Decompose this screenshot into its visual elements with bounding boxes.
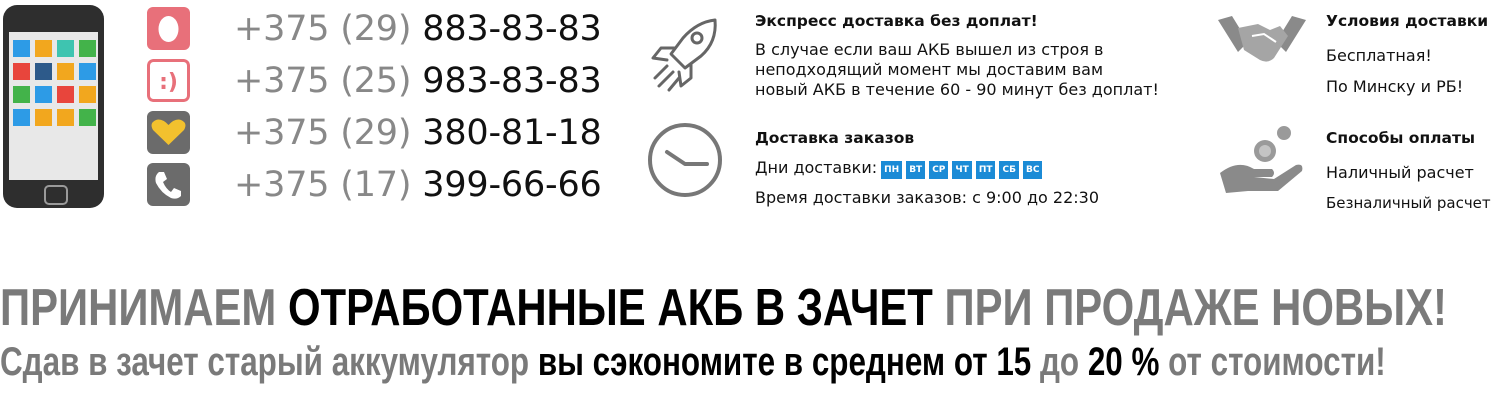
day-badge-4: ПТ xyxy=(975,161,996,179)
app-tile-icon xyxy=(13,63,30,80)
delivery-terms-title: Условия доставки xyxy=(1326,12,1489,30)
day-badge-1: ВТ xyxy=(906,161,926,179)
day-badge-5: СБ xyxy=(999,161,1019,179)
banner-headline: ПРИНИМАЕМ ОТРАБОТАННЫЕ АКБ В ЗАЧЕТ ПРИ П… xyxy=(0,279,1447,337)
clock-icon xyxy=(648,123,722,197)
day-badge-2: СР xyxy=(929,161,949,179)
velcom-heart-icon xyxy=(147,111,190,154)
app-tile-icon xyxy=(79,40,96,57)
day-badge-3: ЧТ xyxy=(952,161,972,179)
phone-number-1[interactable]: +375 (29) 883-83-83 xyxy=(234,9,602,49)
app-tile-icon xyxy=(79,109,96,126)
express-title: Экспресс доставка без доплат! xyxy=(755,12,1038,30)
landline-handset-icon xyxy=(147,163,190,206)
rocket-icon xyxy=(651,18,717,92)
app-tile-icon xyxy=(35,109,52,126)
delivery-time: Время доставки заказов: с 9:00 до 22:30 xyxy=(755,188,1100,207)
payment-title: Способы оплаты xyxy=(1326,129,1475,147)
app-tile-icon xyxy=(57,40,74,57)
app-tile-icon xyxy=(79,86,96,103)
phone-number-2[interactable]: +375 (25) 983-83-83 xyxy=(234,61,602,101)
coin-hand-icon xyxy=(1220,126,1303,193)
express-text: В случае если ваш АКБ вышел из строя в н… xyxy=(755,40,1159,99)
app-tile-icon xyxy=(13,40,30,57)
payment-methods: Наличный расчет Безналичный расчет xyxy=(1326,163,1491,212)
app-tile-icon xyxy=(35,63,52,80)
app-tile-icon xyxy=(35,86,52,103)
phone-number-3[interactable]: +375 (29) 380-81-18 xyxy=(234,113,602,153)
handshake-icon xyxy=(1218,16,1306,62)
app-tile-icon xyxy=(57,86,74,103)
app-grid xyxy=(13,40,96,126)
phone-illustration xyxy=(3,5,104,208)
orders-title: Доставка заказов xyxy=(755,129,915,147)
day-badge-0: ПН xyxy=(881,161,903,179)
banner-subheadline: Сдав в зачет старый аккумулятор вы сэкон… xyxy=(0,340,1386,384)
app-tile-icon xyxy=(79,63,96,80)
app-tile-icon xyxy=(13,86,30,103)
phone-screen xyxy=(9,32,98,180)
app-tile-icon xyxy=(57,109,74,126)
delivery-terms-text: Бесплатная! По Минску и РБ! xyxy=(1326,46,1464,96)
day-badge-6: ВС xyxy=(1022,161,1043,179)
mts-egg-icon xyxy=(147,7,190,50)
phone-number-4[interactable]: +375 (17) 399-66-66 xyxy=(234,165,602,205)
app-tile-icon xyxy=(35,40,52,57)
app-tile-icon xyxy=(57,63,74,80)
svg-text::): :) xyxy=(159,70,178,95)
life-smile-icon: :) xyxy=(147,59,190,102)
app-tile-icon xyxy=(13,109,30,126)
home-button-icon xyxy=(44,185,68,205)
